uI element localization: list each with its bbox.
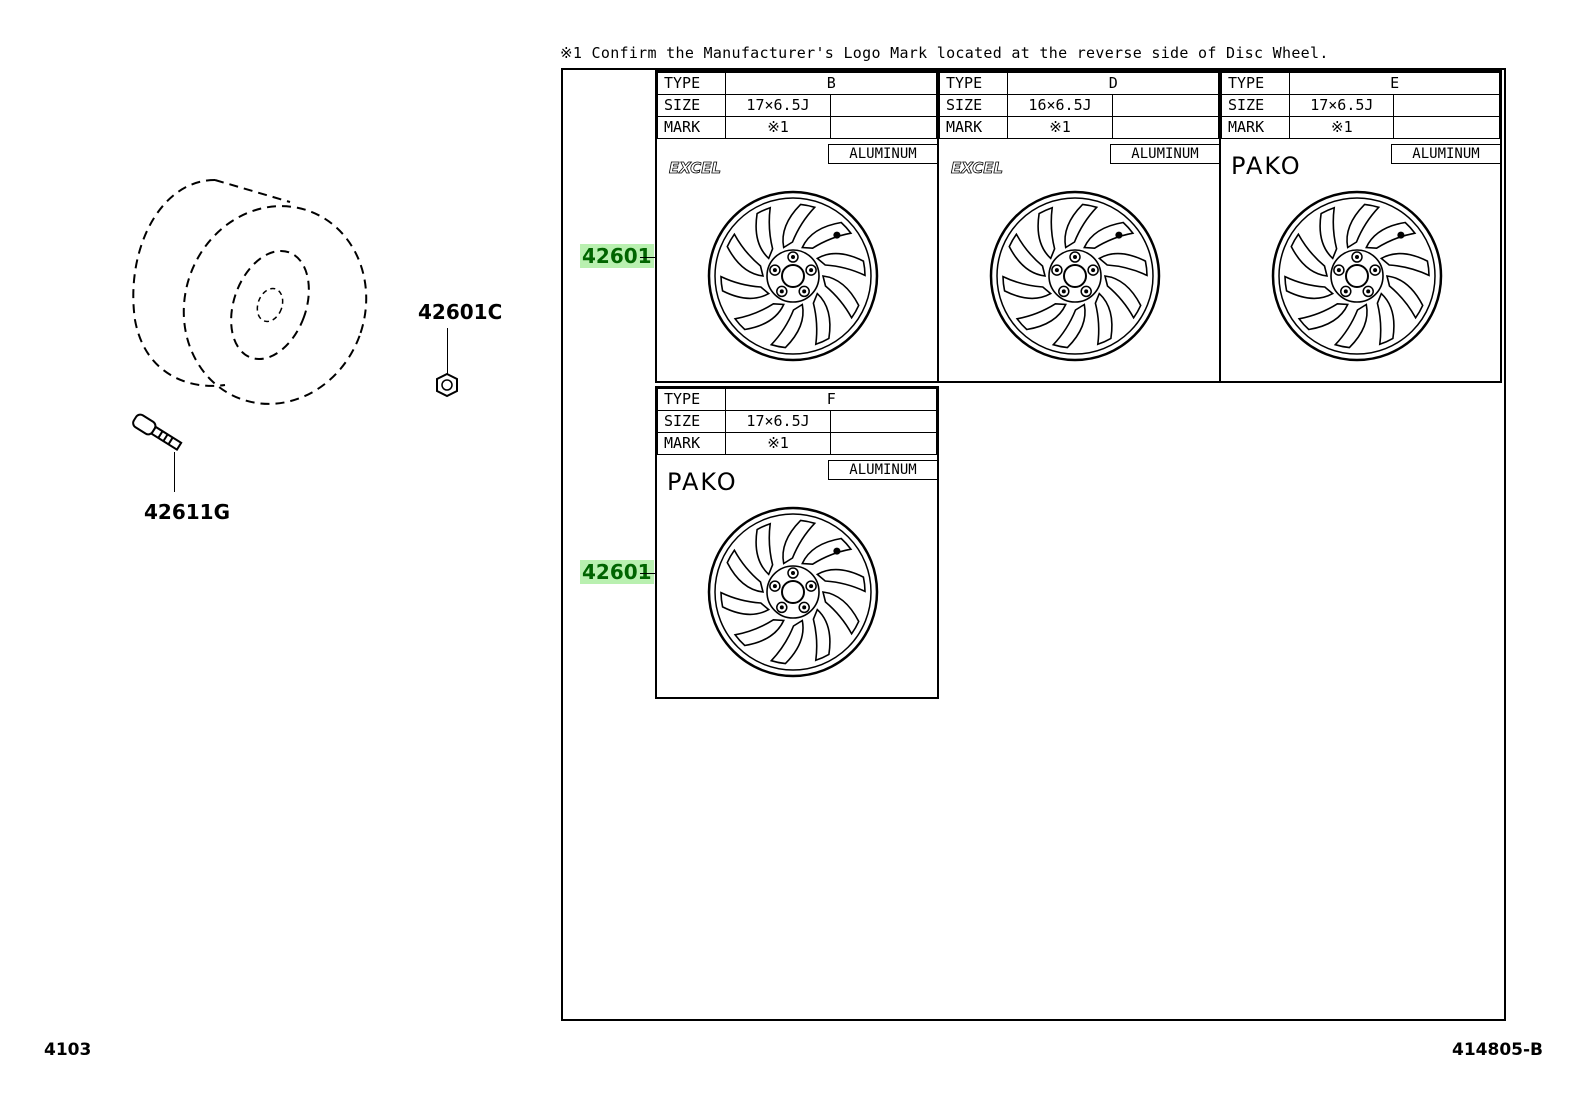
svg-text:EXCEL: EXCEL	[669, 159, 721, 177]
nut-icon	[436, 372, 458, 398]
type-label: TYPE	[656, 388, 727, 411]
leader-42601-top	[640, 257, 656, 258]
callout-42601-top[interactable]: 42601	[580, 244, 654, 268]
mark-label: MARK	[656, 116, 727, 139]
callout-42611g[interactable]: 42611G	[144, 500, 230, 524]
mark-label: MARK	[938, 116, 1009, 139]
type-value: D	[1007, 72, 1219, 95]
mark-label: MARK	[656, 432, 727, 455]
leader-42601-bottom	[640, 573, 656, 574]
type-label: TYPE	[656, 72, 727, 95]
wheel-drawing-d	[989, 190, 1161, 362]
wheel-drawing-e	[1271, 190, 1443, 362]
type-value: B	[725, 72, 937, 95]
size-label: SIZE	[1220, 94, 1291, 117]
svg-text:EXCEL: EXCEL	[951, 159, 1003, 177]
wheel-drawing-f	[707, 506, 879, 678]
logo-note: ※1 Confirm the Manufacturer's Logo Mark …	[560, 44, 1329, 62]
mark-value: ※1	[1007, 116, 1113, 139]
size-value: 17×6.5J	[1289, 94, 1395, 117]
mark-label: MARK	[1220, 116, 1291, 139]
valve-stem-icon	[132, 413, 183, 451]
footer-page-code: 4103	[44, 1040, 92, 1060]
material-label: ALUMINUM	[828, 144, 937, 164]
wheel-drawing-b	[707, 190, 879, 362]
tire-assembly-drawing	[132, 179, 368, 405]
size-value: 17×6.5J	[725, 94, 831, 117]
size-label: SIZE	[656, 94, 727, 117]
type-label: TYPE	[938, 72, 1009, 95]
callout-42601c[interactable]: 42601C	[418, 300, 503, 324]
excel-logo-icon: EXCEL	[951, 159, 1003, 178]
type-value: F	[725, 388, 937, 411]
mark-value: ※1	[725, 116, 831, 139]
size-value: 16×6.5J	[1007, 94, 1113, 117]
wheel-options-frame	[561, 68, 1506, 1021]
mark-value: ※1	[725, 432, 831, 455]
material-label: ALUMINUM	[1391, 144, 1500, 164]
type-value: E	[1289, 72, 1500, 95]
size-label: SIZE	[656, 410, 727, 433]
callout-42601-bottom[interactable]: 42601	[580, 560, 654, 584]
nut-leader	[447, 328, 448, 374]
pako-logo: PAKO	[667, 468, 738, 496]
excel-logo-icon: EXCEL	[669, 159, 721, 178]
material-label: ALUMINUM	[828, 460, 937, 480]
size-value: 17×6.5J	[725, 410, 831, 433]
footer-illustration-code: 414805-B	[1452, 1040, 1543, 1060]
mark-value: ※1	[1289, 116, 1395, 139]
material-label: ALUMINUM	[1110, 144, 1219, 164]
size-label: SIZE	[938, 94, 1009, 117]
valve-leader	[174, 452, 175, 492]
type-label: TYPE	[1220, 72, 1291, 95]
pako-logo: PAKO	[1231, 152, 1302, 180]
